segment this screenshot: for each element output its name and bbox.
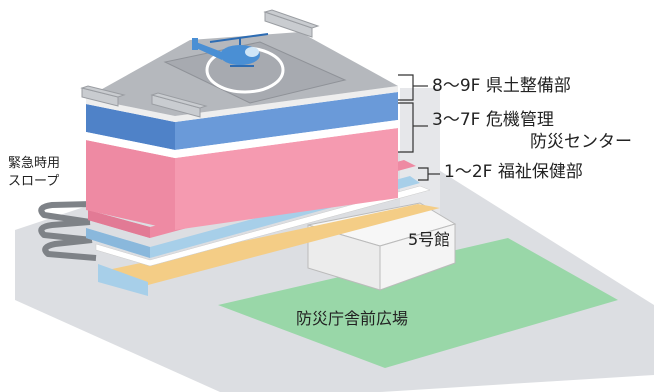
plaza-area — [218, 238, 618, 368]
label-floors-3-7-line2: 防災センター — [530, 132, 632, 152]
pink-band-side — [175, 128, 398, 230]
helicopter-icon — [192, 33, 269, 67]
podium-blue-left — [98, 264, 148, 296]
roof-equipment — [80, 9, 320, 118]
label-floors-1-2: 1～2F 福祉保健部 — [444, 162, 583, 182]
label-building5: 5号館 — [408, 230, 451, 249]
floor-brackets — [398, 74, 440, 181]
label-plaza: 防災庁舎前広場 — [296, 309, 409, 328]
blue-band-side — [175, 92, 398, 150]
label-floors-8-9: 8～9F 県土整備部 — [432, 76, 571, 96]
emergency-slope — [38, 201, 97, 261]
label-emergency-slope-line1: 緊急時用 — [8, 156, 61, 171]
building5 — [307, 202, 457, 291]
podium-yellow-band — [98, 204, 440, 285]
label-emergency-slope-line2: スロープ — [8, 174, 60, 189]
pink-band-front — [86, 140, 175, 230]
label-floors-3-7-line1: 3～7F 危機管理 — [432, 110, 554, 130]
blue-band-front — [86, 104, 175, 150]
